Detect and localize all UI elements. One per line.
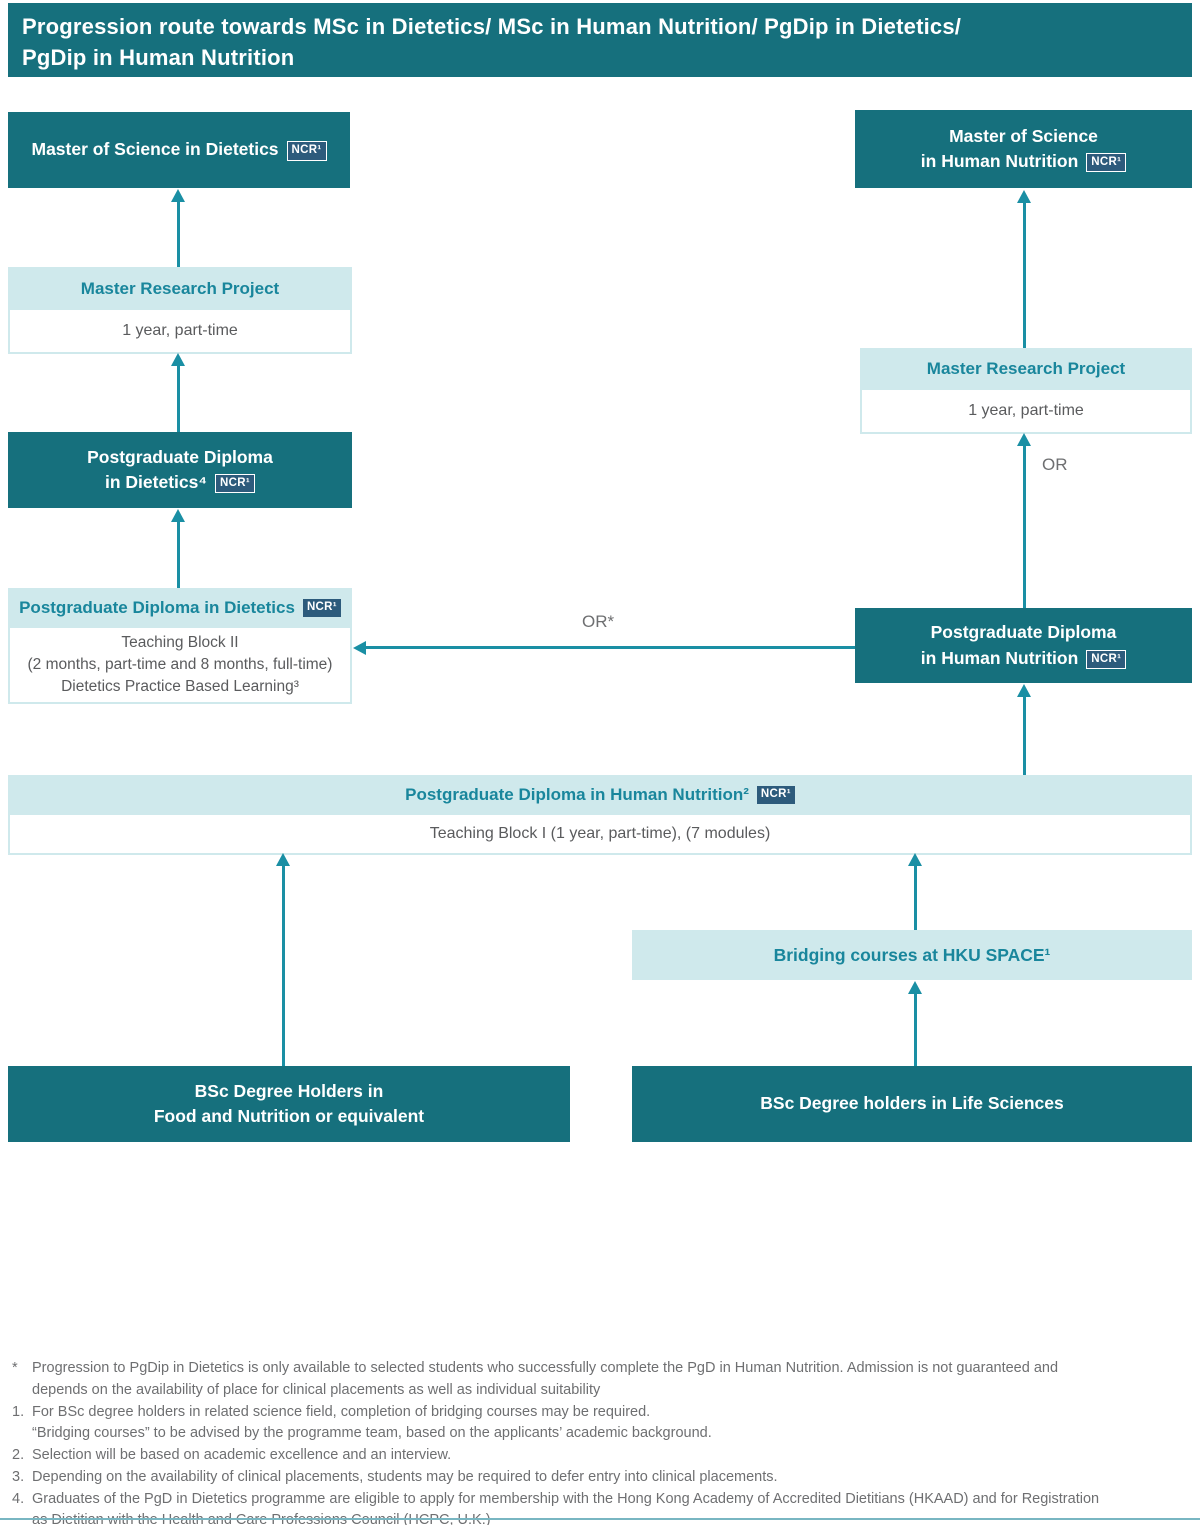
footnote-line: depends on the availability of place for…: [32, 1381, 601, 1398]
master-research-project-right-title-text: Master Research Project: [926, 359, 1126, 378]
pgdip-dietetics-teaching-box: Postgraduate Diploma in Dietetics NCR¹ Te…: [8, 588, 352, 704]
bsc-life-sciences-title: BSc Degree holders in Life Sciences: [760, 1093, 1064, 1114]
footnote-marker: 2.: [12, 1447, 25, 1463]
bsc-food-nutrition-box: BSc Degree Holders in Food and Nutrition…: [8, 1066, 570, 1142]
bsc-food-nutrition-line2: Food and Nutrition or equivalent: [153, 1106, 425, 1126]
pgdip-human-nutrition-award-line1: Postgraduate Diploma: [930, 622, 1117, 643]
pgdip-human-nutrition-teaching-title-text: Postgraduate Diploma in Human Nutrition²: [405, 785, 749, 804]
bottom-divider: [0, 1518, 1200, 1520]
arrow-head-teaching1-to-pgdip-hn: [1017, 684, 1031, 697]
arrow-mrp-right-to-msc-human-nutrition: [1023, 201, 1026, 348]
arrow-head-mrp-left-to-msc-dietetics: [171, 189, 185, 202]
arrow-head-bsc-food-to-teaching1: [276, 853, 290, 866]
pgdip-dietetics-teaching-title: Postgraduate Diploma in Dietetics NCR¹: [8, 588, 352, 628]
footnote-marker: 3.: [12, 1468, 25, 1485]
ncr-badge: NCR¹: [302, 599, 341, 617]
ncr-badge: NCR¹: [1086, 649, 1127, 669]
footnote-line: For BSc degree holders in related scienc…: [32, 1403, 651, 1420]
master-research-project-right-title: Master Research Project: [860, 348, 1192, 390]
msc-human-nutrition-line1: Master of Science: [949, 125, 1098, 146]
master-research-project-left-detail-text: 1 year, part-time: [122, 321, 238, 339]
footnote-line: Progression to PgDip in Dietetics is onl…: [32, 1360, 1059, 1376]
footnotes: * Progression to PgDip in Dietetics is o…: [12, 1358, 1188, 1525]
footnote-3: 3. Depending on the availability of clin…: [12, 1467, 1188, 1489]
arrow-head-pgdip-hn-to-pgdip-dietetics: [353, 641, 366, 655]
arrow-bsc-food-to-teaching1: [282, 864, 285, 1066]
pgdip-human-nutrition-teaching-title: Postgraduate Diploma in Human Nutrition²…: [8, 775, 1192, 815]
pgdip-human-nutrition-award-line2: in Human Nutrition NCR¹: [920, 646, 1127, 671]
bsc-food-nutrition-line1: BSc Degree Holders in: [194, 1080, 384, 1101]
pgdip-human-nutrition-teaching-box: Postgraduate Diploma in Human Nutrition²…: [8, 775, 1192, 855]
or-label-left: OR*: [582, 612, 615, 631]
pgdip-human-nutrition-award-line2-text: in Human Nutrition: [920, 647, 1079, 668]
teaching-block-2-duration: (2 months, part-time and 8 months, full-…: [27, 656, 333, 673]
bridging-courses-title: Bridging courses at HKU SPACE¹: [773, 944, 1051, 965]
pgdip-human-nutrition-award-box: Postgraduate Diploma in Human Nutrition N…: [855, 608, 1192, 683]
arrow-pgdip-hn-to-mrp-right: [1023, 444, 1026, 608]
pgdip-dietetics-award-line2-text: in Dietetics⁴: [105, 472, 208, 492]
footnote-line: Depending on the availability of clinica…: [32, 1468, 778, 1485]
or-label-right: OR: [1042, 455, 1068, 474]
msc-human-nutrition-box: Master of Science in Human Nutrition NCR¹: [855, 110, 1192, 188]
msc-dietetics-box: Master of Science in Dietetics NCR¹: [8, 112, 350, 188]
ncr-badge: NCR¹: [756, 786, 795, 804]
master-research-project-left-box: Master Research Project 1 year, part-tim…: [8, 267, 352, 354]
arrow-teaching1-to-pgdip-hn: [1023, 695, 1026, 775]
arrow-head-bridging-to-teaching1: [908, 853, 922, 866]
arrow-head-teaching2-to-pgdip-dietetics: [171, 509, 185, 522]
pgdip-dietetics-teaching-detail: Teaching Block II (2 months, part-time a…: [8, 628, 352, 704]
arrow-pgdip-hn-to-pgdip-dietetics: [364, 646, 855, 649]
master-research-project-right-box: Master Research Project 1 year, part-tim…: [860, 348, 1192, 434]
ncr-badge: NCR¹: [286, 141, 327, 161]
footnote-1: 1. For BSc degree holders in related sci…: [12, 1402, 1188, 1446]
arrow-head-mrp-right-to-msc-human-nutrition: [1017, 190, 1031, 203]
teaching-block-2-learning: Dietetics Practice Based Learning³: [61, 678, 299, 695]
page-title: Progression route towards MSc in Dieteti…: [8, 3, 1192, 77]
teaching-block-2-line: Teaching Block II: [121, 634, 239, 651]
footnote-asterisk: * Progression to PgDip in Dietetics is o…: [12, 1358, 1188, 1402]
arrow-head-pgdip-hn-to-mrp-right: [1017, 433, 1031, 446]
footnote-2: 2. Selection will be based on academic e…: [12, 1445, 1188, 1467]
master-research-project-left-title-text: Master Research Project: [80, 278, 280, 298]
arrow-pgdip-dietetics-to-mrp-left: [177, 364, 180, 432]
master-research-project-left-title: Master Research Project: [8, 267, 352, 310]
pgdip-dietetics-teaching-title-text: Postgraduate Diploma in Dietetics: [19, 598, 295, 617]
arrow-head-bsc-life-to-bridging: [908, 981, 922, 994]
arrow-mrp-left-to-msc-dietetics: [177, 200, 180, 267]
footnote-line: Selection will be based on academic exce…: [32, 1447, 452, 1463]
footnote-marker: *: [12, 1360, 18, 1376]
footnote-marker: 4.: [12, 1490, 25, 1507]
ncr-badge: NCR¹: [1086, 153, 1127, 173]
pgdip-dietetics-award-line2: in Dietetics⁴ NCR¹: [105, 470, 255, 495]
arrow-bridging-to-teaching1: [914, 864, 917, 930]
msc-dietetics-title-text: Master of Science in Dietetics: [31, 139, 279, 160]
page-title-line2: PgDip in Human Nutrition: [22, 45, 295, 71]
msc-human-nutrition-line2: in Human Nutrition NCR¹: [920, 149, 1127, 174]
master-research-project-left-detail: 1 year, part-time: [8, 310, 352, 354]
arrow-teaching2-to-pgdip-dietetics: [177, 520, 180, 588]
pgdip-dietetics-award-line1: Postgraduate Diploma: [87, 446, 273, 467]
bsc-life-sciences-box: BSc Degree holders in Life Sciences: [632, 1066, 1192, 1142]
bridging-courses-box: Bridging courses at HKU SPACE¹: [632, 930, 1192, 980]
master-research-project-right-detail-text: 1 year, part-time: [968, 401, 1084, 419]
arrow-head-pgdip-dietetics-to-mrp-left: [171, 353, 185, 366]
pgdip-dietetics-award-box: Postgraduate Diploma in Dietetics⁴ NCR¹: [8, 432, 352, 508]
footnote-marker: 1.: [12, 1403, 25, 1420]
footnote-line: Graduates of the PgD in Dietetics progra…: [32, 1490, 1100, 1507]
msc-human-nutrition-line2-text: in Human Nutrition: [920, 151, 1079, 171]
arrow-bsc-life-to-bridging: [914, 992, 917, 1066]
pgdip-human-nutrition-teaching-detail: Teaching Block I (1 year, part-time), (7…: [8, 815, 1192, 855]
ncr-badge: NCR¹: [215, 474, 255, 494]
master-research-project-right-detail: 1 year, part-time: [860, 390, 1192, 434]
page-title-line1: Progression route towards MSc in Dieteti…: [22, 14, 962, 39]
teaching-block-1-line: Teaching Block I (1 year, part-time), (7…: [429, 824, 771, 842]
msc-dietetics-title: Master of Science in Dietetics NCR¹: [32, 137, 327, 162]
footnote-line: “Bridging courses” to be advised by the …: [32, 1425, 712, 1442]
